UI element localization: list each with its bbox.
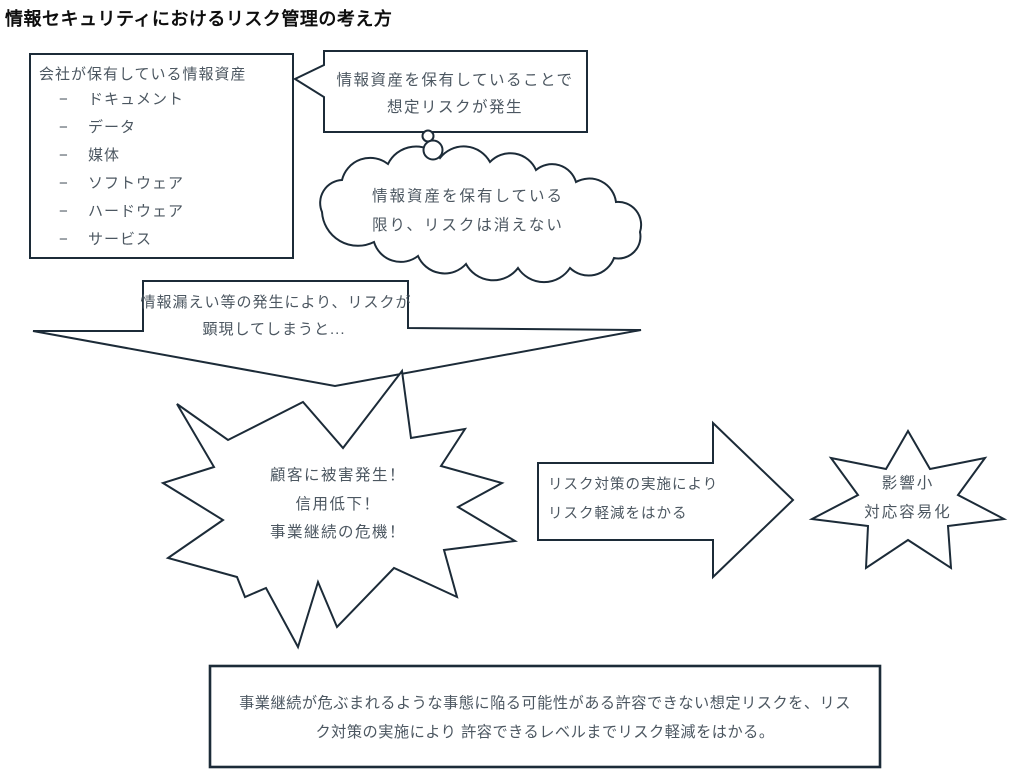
- callout-line2: 想定リスクが発生: [387, 98, 523, 116]
- asset-item-data: データ: [88, 118, 136, 136]
- explosion-shape: [160, 368, 519, 650]
- asset-item-bullet: −: [59, 231, 69, 248]
- star-line1: 影響小: [882, 474, 935, 492]
- asset-item-document: ドキュメント: [88, 91, 184, 108]
- process-arrow-line1: リスク対策の実施により: [548, 476, 718, 493]
- summary-box-shape: [208, 664, 882, 769]
- asset-item-bullet: −: [59, 119, 69, 136]
- asset-item-software: ソフトウェア: [88, 175, 184, 192]
- cloud-shape: [319, 145, 643, 284]
- star-shape: [808, 429, 1008, 570]
- cloud-line1: 情報資産を保有している: [372, 187, 564, 205]
- explosion-line3: 事業継続の危機！: [270, 523, 406, 541]
- asset-item-media: 媒体: [88, 147, 120, 164]
- page-title: 情報セキュリティにおけるリスク管理の考え方: [5, 8, 392, 29]
- process-arrow-shape: [537, 420, 795, 580]
- asset-item-service: サービス: [88, 231, 152, 248]
- asset-item-bullet: −: [59, 175, 69, 192]
- summary-line1: 事業継続が危ぶまれるような事態に陥る可能性がある許容できない想定リスクを、リス: [239, 695, 851, 712]
- asset-item-bullet: −: [59, 203, 69, 220]
- callout-line1: 情報資産を保有していることで: [336, 71, 573, 89]
- explosion-line2: 信用低下！: [295, 495, 380, 513]
- callout-bubble-shape: [292, 50, 588, 133]
- down-chevron-line2: 顕現してしまうと...: [202, 321, 345, 338]
- summary-line2: ク対策の実施により 許容できるレベルまでリスク軽減をはかる。: [315, 724, 774, 741]
- explosion-line1: 顧客に被害発生！: [270, 466, 406, 484]
- process-arrow-line2: リスク軽減をはかる: [548, 505, 688, 522]
- cloud-line2: 限り、リスクは消えない: [372, 216, 564, 234]
- down-chevron-shape: [32, 280, 642, 388]
- asset-box-shape: [29, 53, 294, 259]
- down-chevron-line1: 情報漏えい等の発生により、リスクが: [140, 293, 411, 311]
- asset-item-hardware: ハードウェア: [88, 203, 184, 220]
- star-line2: 対応容易化: [864, 503, 952, 521]
- thought-circle-large: [422, 139, 444, 161]
- asset-item-bullet: −: [59, 91, 69, 108]
- asset-item-bullet: −: [59, 147, 69, 164]
- asset-box-heading: 会社が保有している情報資産: [39, 66, 247, 83]
